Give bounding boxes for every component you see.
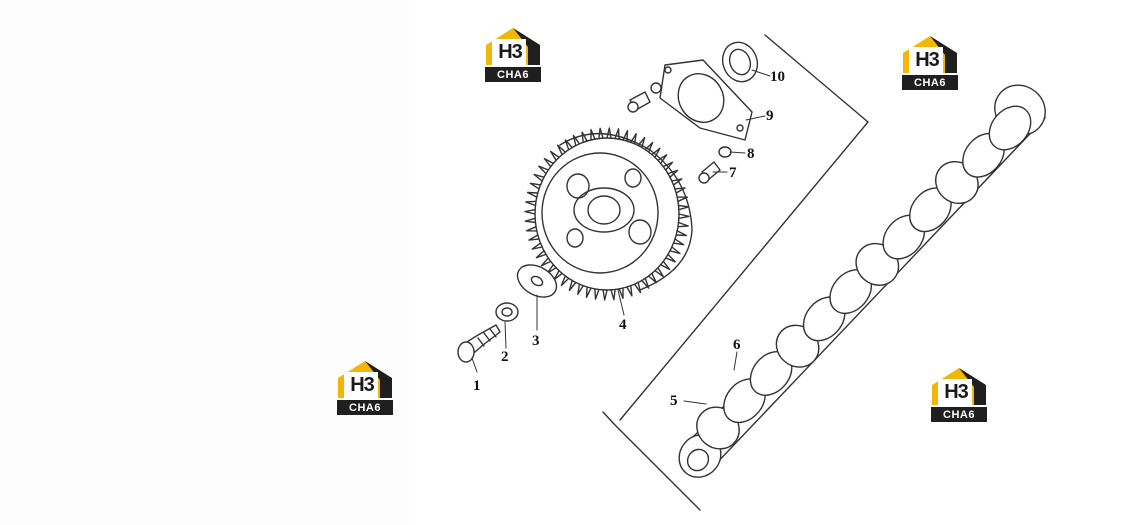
washer xyxy=(516,264,558,298)
gear-tooth xyxy=(641,277,650,289)
gear-tooth xyxy=(657,154,668,165)
watermark-logo-bottom-right: H3 CHA6 xyxy=(928,365,990,425)
gear-tooth xyxy=(654,267,664,278)
gear-tooth xyxy=(677,204,690,211)
gear-tooth xyxy=(590,129,596,141)
watermark-sub-text: CHA6 xyxy=(349,402,381,414)
gear-tooth xyxy=(594,288,600,300)
camshaft-lobes xyxy=(696,105,1032,450)
gear-tooth xyxy=(626,285,633,297)
gear-tooth xyxy=(667,169,679,178)
left-blank-panel xyxy=(0,0,410,525)
camshaft-gear xyxy=(534,132,693,291)
nut xyxy=(495,302,519,322)
gear-teeth xyxy=(524,127,690,301)
callout-6: 6 xyxy=(733,337,741,353)
gear-tooth xyxy=(585,286,592,298)
gear-tooth xyxy=(531,242,543,250)
gear-tooth xyxy=(606,127,612,139)
gear-tooth xyxy=(669,246,681,255)
gear-tooth xyxy=(618,287,624,299)
gear-tooth xyxy=(602,289,608,301)
watermark-main-text: H3 xyxy=(915,49,940,71)
watermark-sub-text: CHA6 xyxy=(943,409,975,421)
callout-1: 1 xyxy=(473,378,481,394)
gear-tooth xyxy=(529,182,542,190)
seal-ring xyxy=(721,41,759,83)
gear-tooth xyxy=(526,191,539,198)
gear-tooth xyxy=(665,253,676,263)
gear-tooth xyxy=(637,136,646,149)
callout-8: 8 xyxy=(747,146,755,162)
callout-9: 9 xyxy=(766,108,774,124)
gear-tooth xyxy=(572,134,581,147)
gear-tooth xyxy=(538,165,549,175)
gear-tooth xyxy=(564,139,573,151)
gear-tooth xyxy=(560,275,570,287)
camshaft-frame-lower xyxy=(602,411,701,511)
gear-tooth xyxy=(614,128,620,140)
gear-tooth xyxy=(671,178,683,186)
camshaft-frame xyxy=(619,34,869,421)
gear-tooth xyxy=(644,141,654,153)
gear-tooth xyxy=(525,226,538,232)
gear-tooth xyxy=(581,131,588,143)
gear-tooth xyxy=(543,157,554,168)
gear-tooth xyxy=(651,147,661,158)
callout-3: 3 xyxy=(532,333,540,349)
camshaft-lobe xyxy=(988,105,1032,151)
thrust-plate xyxy=(659,59,753,141)
gear-tooth xyxy=(630,133,637,145)
bolt xyxy=(457,324,501,363)
gear-tooth xyxy=(676,196,689,202)
watermark-main-text: H3 xyxy=(498,41,523,63)
gear-tooth xyxy=(568,279,577,292)
gear-tooth xyxy=(524,209,536,215)
gear-tooth xyxy=(540,257,552,267)
gear-tooth xyxy=(674,187,686,194)
gear-tooth xyxy=(678,213,690,219)
gear-tooth xyxy=(525,200,537,207)
small-bolt-lower xyxy=(698,146,732,184)
watermark-sub-text: CHA6 xyxy=(497,69,529,81)
watermark-main-text: H3 xyxy=(944,381,969,403)
callout-5: 5 xyxy=(670,393,678,409)
watermark-logo-bottom-left: H3 CHA6 xyxy=(334,358,396,418)
gear-tooth xyxy=(528,234,540,241)
small-bolt-upper xyxy=(627,82,662,113)
gear-tooth xyxy=(677,221,689,228)
gear-tooth xyxy=(535,250,547,259)
gear-tooth xyxy=(662,161,674,171)
gear-tooth xyxy=(672,238,685,246)
leader-lines xyxy=(471,69,771,405)
gear-tooth xyxy=(622,130,629,142)
callout-7: 7 xyxy=(729,165,737,181)
gear-tooth xyxy=(524,217,537,224)
gear-tooth xyxy=(660,260,671,271)
watermark-logo-top-right: H3 CHA6 xyxy=(899,33,961,93)
gear-tooth xyxy=(577,283,584,295)
gear-tooth xyxy=(675,230,688,237)
gear-tooth xyxy=(550,150,560,161)
callout-4: 4 xyxy=(619,317,627,333)
callout-10: 10 xyxy=(770,69,785,85)
gear-tooth xyxy=(633,281,642,294)
gear-tooth xyxy=(648,272,657,284)
gear-tooth xyxy=(533,173,545,182)
gear-tooth xyxy=(598,127,604,140)
watermark-main-text: H3 xyxy=(350,374,375,396)
watermark-sub-text: CHA6 xyxy=(914,77,946,89)
watermark-logo-top-center: H3 CHA6 xyxy=(482,25,544,85)
gear-tooth xyxy=(557,144,566,156)
gear-tooth xyxy=(610,288,616,301)
callout-2: 2 xyxy=(501,349,509,365)
